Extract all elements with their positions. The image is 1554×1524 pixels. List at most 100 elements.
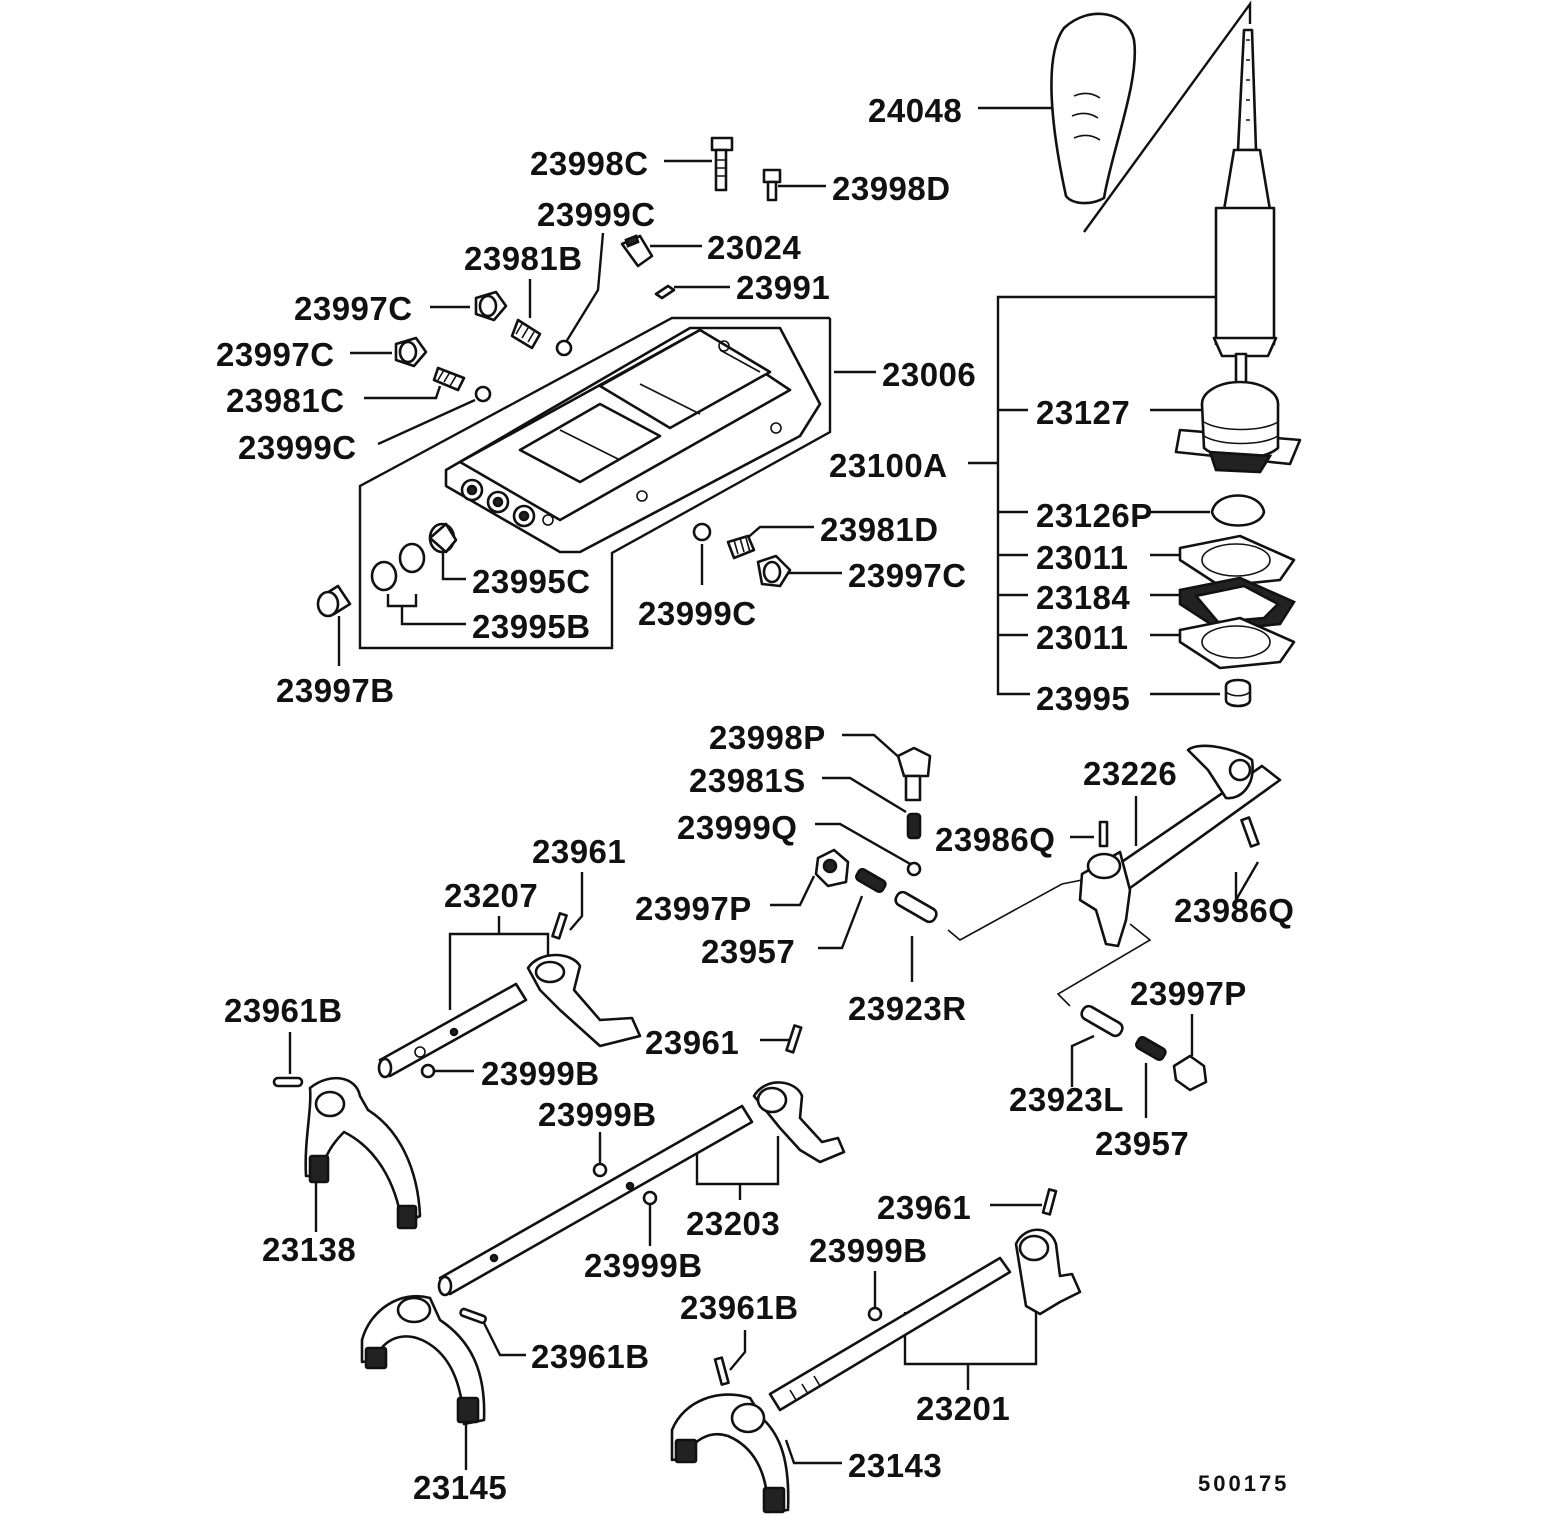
shift-rail-23203 xyxy=(437,1081,846,1297)
label-23997C-c: 23997C xyxy=(848,557,967,594)
plug-23997P-b xyxy=(1172,1054,1208,1092)
shift-rail-23207 xyxy=(377,912,642,1079)
label-23999C-mid: 23999C xyxy=(638,595,757,632)
ball-23999C-mid xyxy=(692,522,712,542)
fork-23138 xyxy=(272,1076,422,1230)
label-23957-a: 23957 xyxy=(701,933,795,970)
plug-23997C-c xyxy=(756,554,792,588)
label-23995B: 23995B xyxy=(472,608,591,645)
bolt-23998C xyxy=(710,136,734,192)
ball-23999B-d xyxy=(642,1190,658,1206)
label-23997P-b: 23997P xyxy=(1130,975,1247,1012)
lever-assembly-bracket xyxy=(996,295,1218,696)
pin-23961-c xyxy=(1041,1188,1058,1216)
label-23961-b: 23961 xyxy=(645,1024,739,1061)
ball-23999B-c xyxy=(867,1306,883,1322)
bolt-23998P xyxy=(896,746,932,802)
label-23961-c: 23961 xyxy=(877,1189,971,1226)
pin-23961-a xyxy=(551,912,568,940)
plug-23997C-b xyxy=(394,336,428,368)
label-23961B-a: 23961B xyxy=(224,992,343,1029)
label-23961-a: 23961 xyxy=(532,833,626,870)
seal-23995 xyxy=(1224,678,1252,708)
label-24048: 24048 xyxy=(868,92,962,129)
label-23997B: 23997B xyxy=(276,672,395,709)
fork-23145 xyxy=(360,1295,487,1426)
pin-23961B-c xyxy=(459,1307,487,1325)
ball-23999B-a xyxy=(420,1063,436,1079)
shaft-guide-line xyxy=(947,879,1083,941)
label-23207: 23207 xyxy=(444,877,538,914)
clip-23991 xyxy=(654,284,676,300)
label-23986Q-b: 23986Q xyxy=(1174,892,1294,929)
label-23145: 23145 xyxy=(413,1469,507,1506)
spring-23957-a xyxy=(855,867,887,894)
label-23024: 23024 xyxy=(707,229,801,266)
label-23011-b: 23011 xyxy=(1036,619,1128,656)
ball-23999C-left xyxy=(474,385,492,403)
gasket-upper xyxy=(1178,534,1296,588)
plug-23997B xyxy=(316,584,352,618)
label-23957-b: 23957 xyxy=(1095,1125,1189,1162)
label-23226: 23226 xyxy=(1083,755,1177,792)
label-23995: 23995 xyxy=(1036,680,1130,717)
label-23981D: 23981D xyxy=(820,511,939,548)
leader-lines xyxy=(288,106,1260,1470)
label-23995C: 23995C xyxy=(472,563,591,600)
label-23997P-a: 23997P xyxy=(635,890,752,927)
label-23006: 23006 xyxy=(882,356,976,393)
plug-23997C-a xyxy=(474,290,508,322)
label-23981B: 23981B xyxy=(464,240,583,277)
label-23143: 23143 xyxy=(848,1447,942,1484)
plunger-23923L xyxy=(1080,1004,1124,1038)
label-23999C-top: 23999C xyxy=(537,196,656,233)
knob-lever-bracket xyxy=(1083,0,1252,233)
pin-23961B-b xyxy=(713,1356,730,1386)
pin-23986Q-a xyxy=(1098,820,1109,848)
label-23126P: 23126P xyxy=(1036,497,1153,534)
label-23999B-c: 23999B xyxy=(809,1232,928,1269)
pin-23961-b xyxy=(785,1024,803,1054)
shift-knob xyxy=(1050,12,1137,205)
label-23100A: 23100A xyxy=(829,447,948,484)
part-labels: 24048 23998C 23998D 23999C 23024 23981B … xyxy=(216,92,1294,1506)
label-23923R: 23923R xyxy=(848,990,967,1027)
label-23997C-b: 23997C xyxy=(216,336,335,373)
label-23999Q: 23999Q xyxy=(677,809,797,846)
label-23998D: 23998D xyxy=(832,170,951,207)
drawing-code: 500175 xyxy=(1198,1471,1289,1496)
spring-23981D xyxy=(726,534,756,560)
label-23961B-b: 23961B xyxy=(680,1289,799,1326)
label-23998P: 23998P xyxy=(709,719,826,756)
spring-23981B xyxy=(510,318,542,350)
label-23999B-d: 23999B xyxy=(584,1247,703,1284)
shift-shaft-23226 xyxy=(1078,744,1282,948)
shaft-guide-line-2 xyxy=(1056,923,1152,1007)
lever-seat-housing xyxy=(1174,380,1302,474)
label-23184: 23184 xyxy=(1036,579,1130,616)
case-group-frame xyxy=(358,316,832,650)
label-23203: 23203 xyxy=(686,1205,780,1242)
spring-23981C xyxy=(432,366,466,392)
plug-23997P-a xyxy=(814,848,850,888)
label-23201: 23201 xyxy=(916,1390,1010,1427)
label-23981C: 23981C xyxy=(226,382,345,419)
label-23981S: 23981S xyxy=(689,762,806,799)
dust-cap xyxy=(1210,494,1266,527)
bolt-23998D xyxy=(762,168,782,202)
label-23011-a: 23011 xyxy=(1036,539,1128,576)
pin-23986Q-b xyxy=(1240,816,1260,848)
plunger-23923R xyxy=(894,890,938,924)
label-23961B-c: 23961B xyxy=(531,1338,650,1375)
shift-case-cover xyxy=(444,326,822,554)
label-23923L: 23923L xyxy=(1009,1081,1124,1118)
label-23986Q-a: 23986Q xyxy=(935,821,1055,858)
label-23999B-a: 23999B xyxy=(481,1055,600,1092)
label-23997C-a: 23997C xyxy=(294,290,413,327)
label-23998C: 23998C xyxy=(530,145,649,182)
label-23127: 23127 xyxy=(1036,394,1130,431)
shift-rail-23201 xyxy=(768,1228,1082,1412)
label-23991: 23991 xyxy=(736,269,830,306)
label-23999B-b: 23999B xyxy=(538,1096,657,1133)
spring-23957-b xyxy=(1135,1035,1167,1062)
